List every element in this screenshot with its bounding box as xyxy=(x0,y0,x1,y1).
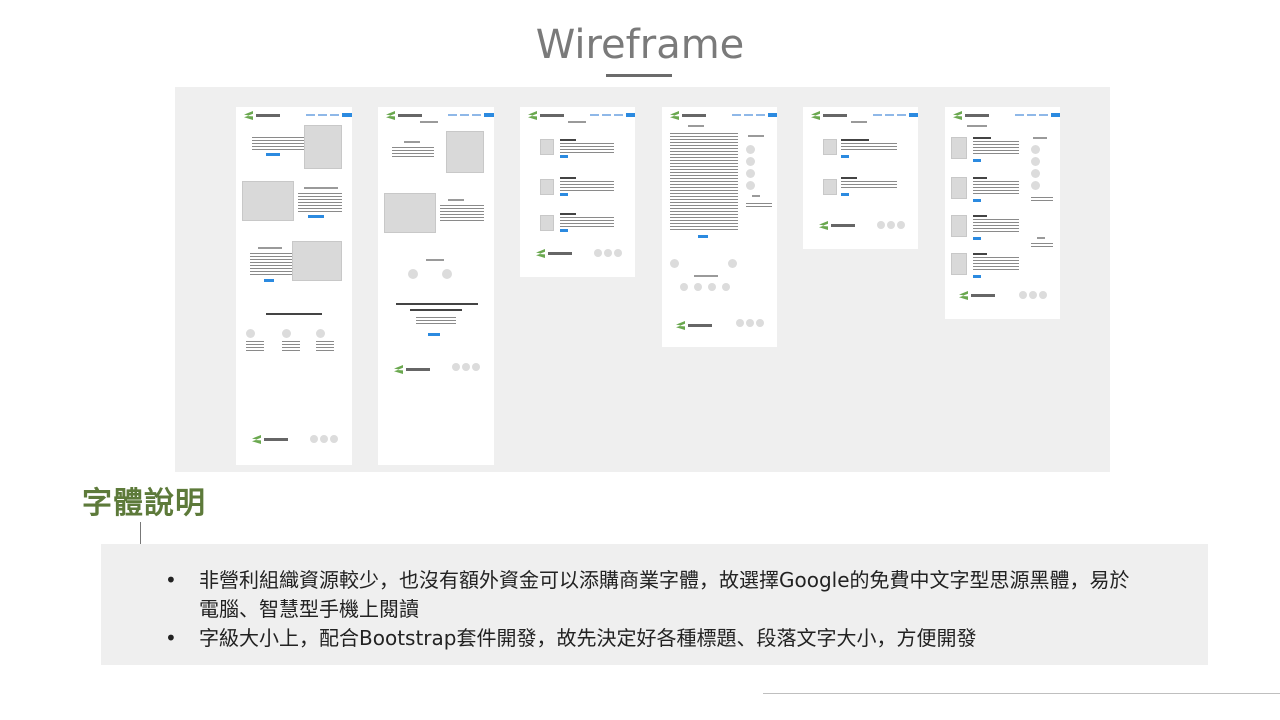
footer-divider xyxy=(763,693,1280,694)
wireframe-articles-list-page xyxy=(945,107,1060,319)
wireframe-resources-page xyxy=(803,107,918,249)
logo xyxy=(244,111,280,120)
bullet-icon: • xyxy=(165,626,177,650)
image-placeholder xyxy=(304,125,342,169)
slide-title: Wireframe xyxy=(535,22,745,68)
bullet-icon: • xyxy=(165,568,177,592)
bullet-list: • 非營利組織資源較少，也沒有額外資金可以添購商業字體，故選擇Google的免費… xyxy=(165,566,1145,653)
list-item: • 非營利組織資源較少，也沒有額外資金可以添購商業字體，故選擇Google的免費… xyxy=(165,566,1145,624)
wireframe-gallery xyxy=(175,87,1110,472)
bullet-text: 非營利組織資源較少，也沒有額外資金可以添購商業字體，故選擇Google的免費中文… xyxy=(199,568,1130,621)
notes-panel: • 非營利組織資源較少，也沒有額外資金可以添購商業字體，故選擇Google的免費… xyxy=(101,544,1208,665)
image-placeholder xyxy=(242,181,294,221)
section-heading: 字體說明 xyxy=(82,486,206,521)
nav-bar xyxy=(306,113,352,117)
title-underline xyxy=(606,74,672,77)
wireframe-home-page xyxy=(236,107,352,465)
wireframe-about-page xyxy=(378,107,494,465)
bullet-text: 字級大小上，配合Bootstrap套件開發，故先決定好各種標題、段落文字大小，方… xyxy=(199,626,977,650)
wireframe-services-page xyxy=(520,107,635,277)
list-item: • 字級大小上，配合Bootstrap套件開發，故先決定好各種標題、段落文字大小… xyxy=(165,624,1145,653)
image-placeholder xyxy=(292,241,342,281)
wireframe-article-page xyxy=(662,107,777,347)
